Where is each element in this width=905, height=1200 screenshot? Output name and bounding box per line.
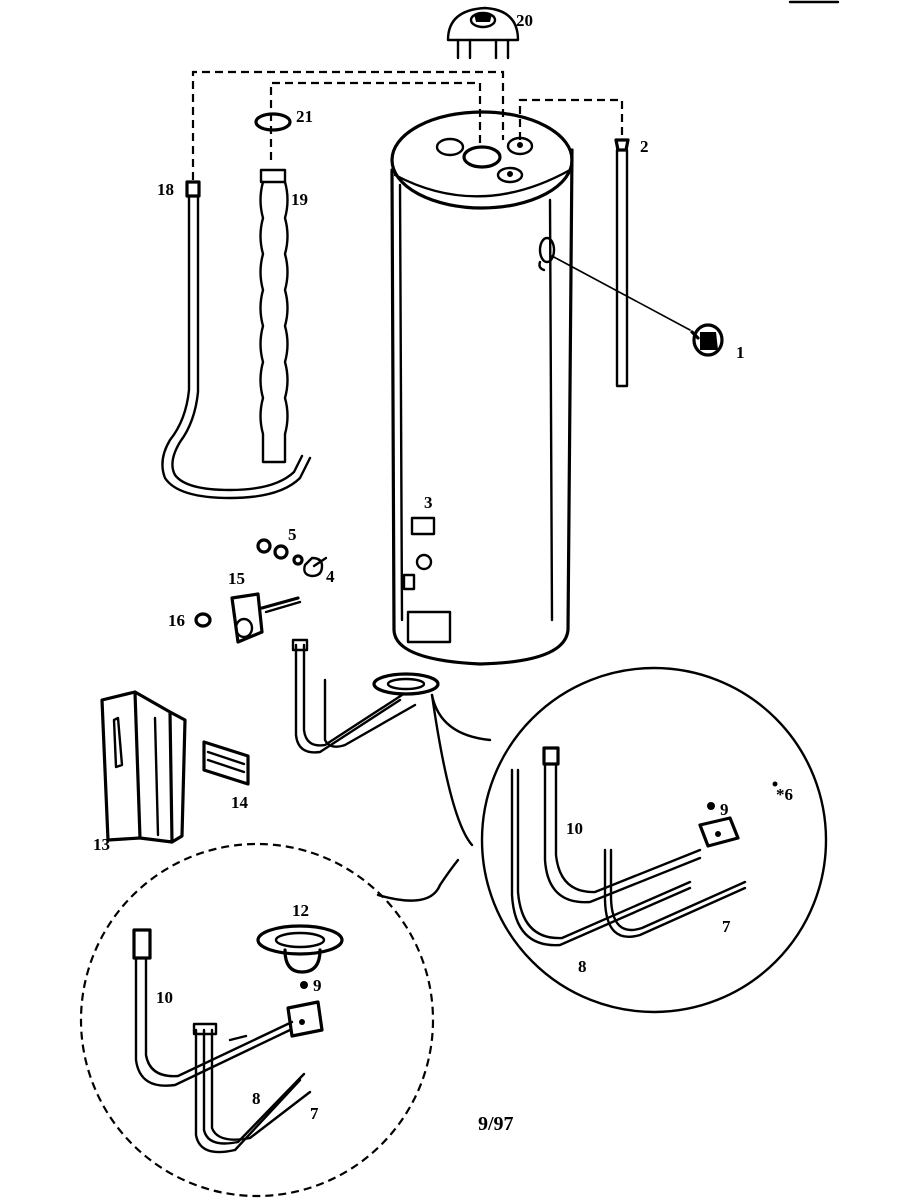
label-4: 4 [326,567,335,586]
label-5: 5 [288,525,297,544]
label-9-left: 9 [313,976,322,995]
label-12: 12 [292,901,309,920]
label-8-left: 8 [252,1089,261,1108]
outer-door-icon [100,690,187,844]
label-7-right: 7 [722,917,731,936]
inner-door-icon [202,740,250,786]
leader-2 [518,98,624,140]
fitting-parts-icon [256,538,328,578]
dip-tube-icon [259,168,289,464]
label-9-right: 9 [720,800,729,819]
date-stamp: 9/97 [478,1113,514,1135]
label-18: 18 [157,180,174,199]
water-heater-tank-icon [390,110,574,666]
label-1: 1 [736,343,745,362]
leader-18 [191,70,505,180]
burner-assembly-icon [291,638,440,754]
label-21: 21 [296,107,313,126]
label-19: 19 [291,190,308,209]
relief-valve-icon [690,323,724,357]
part-20-fitting-icon [446,6,520,60]
part-21-washer-icon [254,112,292,132]
gas-valve-icon [230,592,302,644]
anode-rod-icon [161,180,312,500]
label-15: 15 [228,569,245,588]
label-16: 16 [168,611,185,630]
label-8-right: 8 [578,957,587,976]
part-16-fitting-icon [194,612,212,628]
leader-19 [269,81,482,160]
label-10-right: 10 [566,819,583,838]
part-2-rod-icon [614,138,630,388]
label-3: 3 [424,493,433,512]
label-10-left: 10 [156,988,173,1007]
label-7-left: 7 [310,1104,319,1123]
label-13: 13 [93,835,110,854]
detail-circle-right [430,666,828,1014]
label-20: 20 [516,11,533,30]
label-14: 14 [231,793,249,812]
leader-1 [551,255,691,331]
label-6: *6 [776,785,793,804]
label-2: 2 [640,137,649,156]
detail-circle-left [79,842,460,1198]
